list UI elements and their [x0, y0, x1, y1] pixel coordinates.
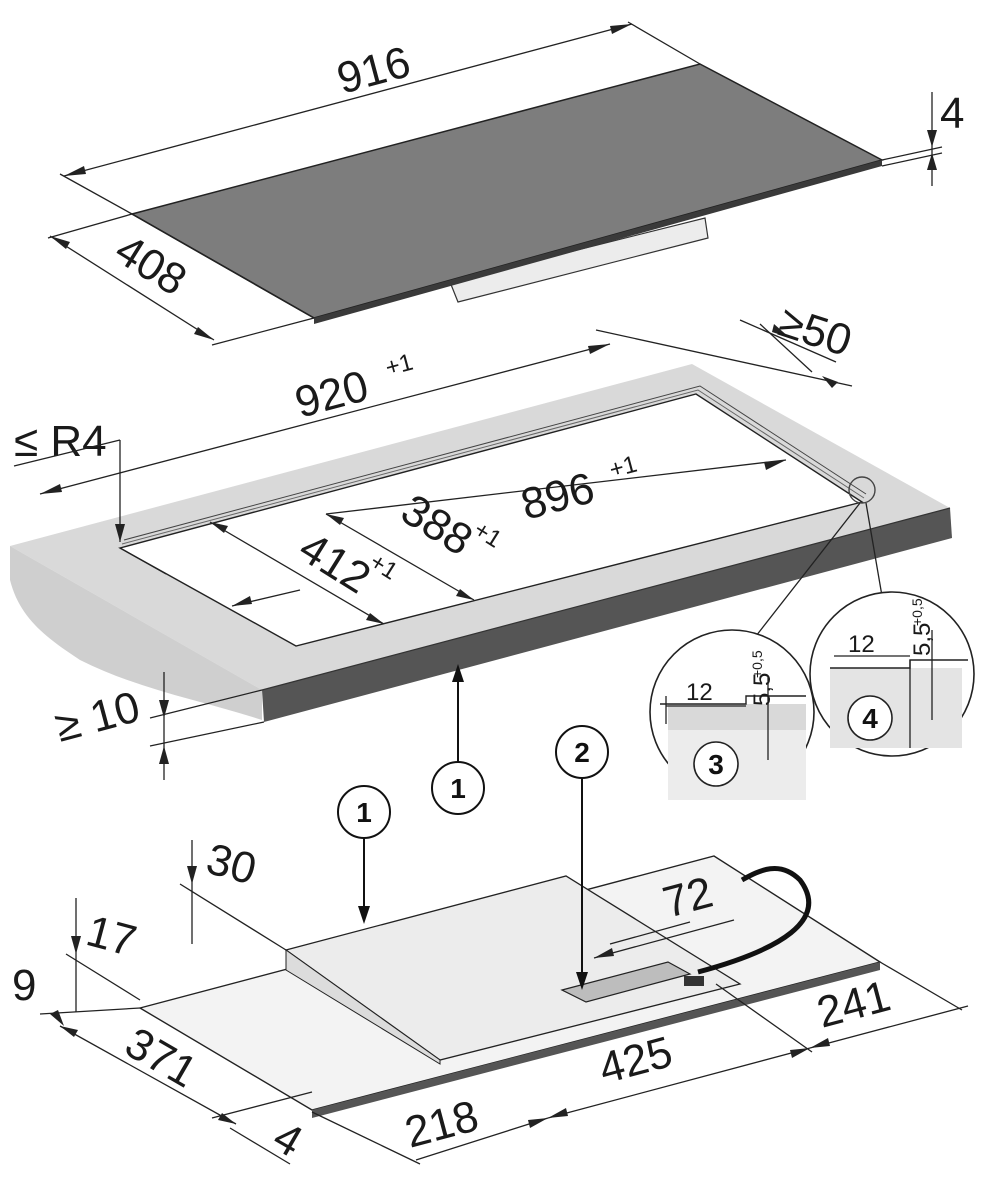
- detail3-tol: +0,5: [749, 650, 765, 678]
- dim-height-edge: 9: [12, 961, 141, 1026]
- callout-connection-box-number: 2: [574, 737, 590, 768]
- detail-3: 12 5,5 +0,5 3: [649, 629, 815, 800]
- dim-rear-distance: ≥50: [772, 297, 858, 388]
- dim-radius: ≤ R4: [13, 417, 125, 542]
- detail4-width: 12: [848, 631, 875, 658]
- detail3-width: 12: [686, 679, 713, 706]
- detail4-tol: +0,5: [909, 598, 925, 626]
- callout-unit-top-number: 1: [356, 797, 372, 828]
- underside-illustration: [138, 855, 882, 1118]
- offset-front-label: 218: [400, 1091, 484, 1157]
- height-edge-label: 9: [12, 961, 36, 1010]
- height-base-label: 17: [81, 906, 141, 966]
- rear-distance-label: ≥50: [773, 297, 858, 366]
- dim-glass-thickness: 4: [881, 89, 964, 186]
- edge-front-label: 4: [265, 1112, 311, 1167]
- cutout-width-tol: +1: [383, 349, 416, 382]
- glass-thickness-label: 4: [940, 89, 964, 138]
- worktop-illustration: [10, 364, 952, 722]
- callout-connection-box: 2: [555, 725, 609, 990]
- dim-height-base: 17: [65, 898, 141, 1012]
- hob-width-label: 916: [332, 37, 416, 103]
- radius-label: ≤ R4: [14, 417, 107, 466]
- dim-height-total: 30: [179, 834, 287, 951]
- hob-illustration: [130, 63, 885, 324]
- dim-edge-front: 4: [211, 1091, 313, 1167]
- worktop-cutout: [118, 393, 864, 647]
- detail3-height: 5,5: [749, 673, 776, 706]
- worktop-thickness-label: ≥ 10: [50, 682, 145, 751]
- detail4-number: 4: [862, 703, 878, 734]
- cutout-width-label: 920: [290, 361, 374, 427]
- callout-unit-top: 1: [337, 785, 391, 924]
- callout-worktop: 1: [431, 664, 485, 815]
- dim-connection-width: 72: [593, 868, 735, 959]
- callout-worktop-number: 1: [450, 773, 466, 804]
- detail-4: 12 5,5 +0,5 4: [809, 591, 975, 757]
- detail3-number: 3: [708, 749, 724, 780]
- height-total-label: 30: [201, 834, 261, 894]
